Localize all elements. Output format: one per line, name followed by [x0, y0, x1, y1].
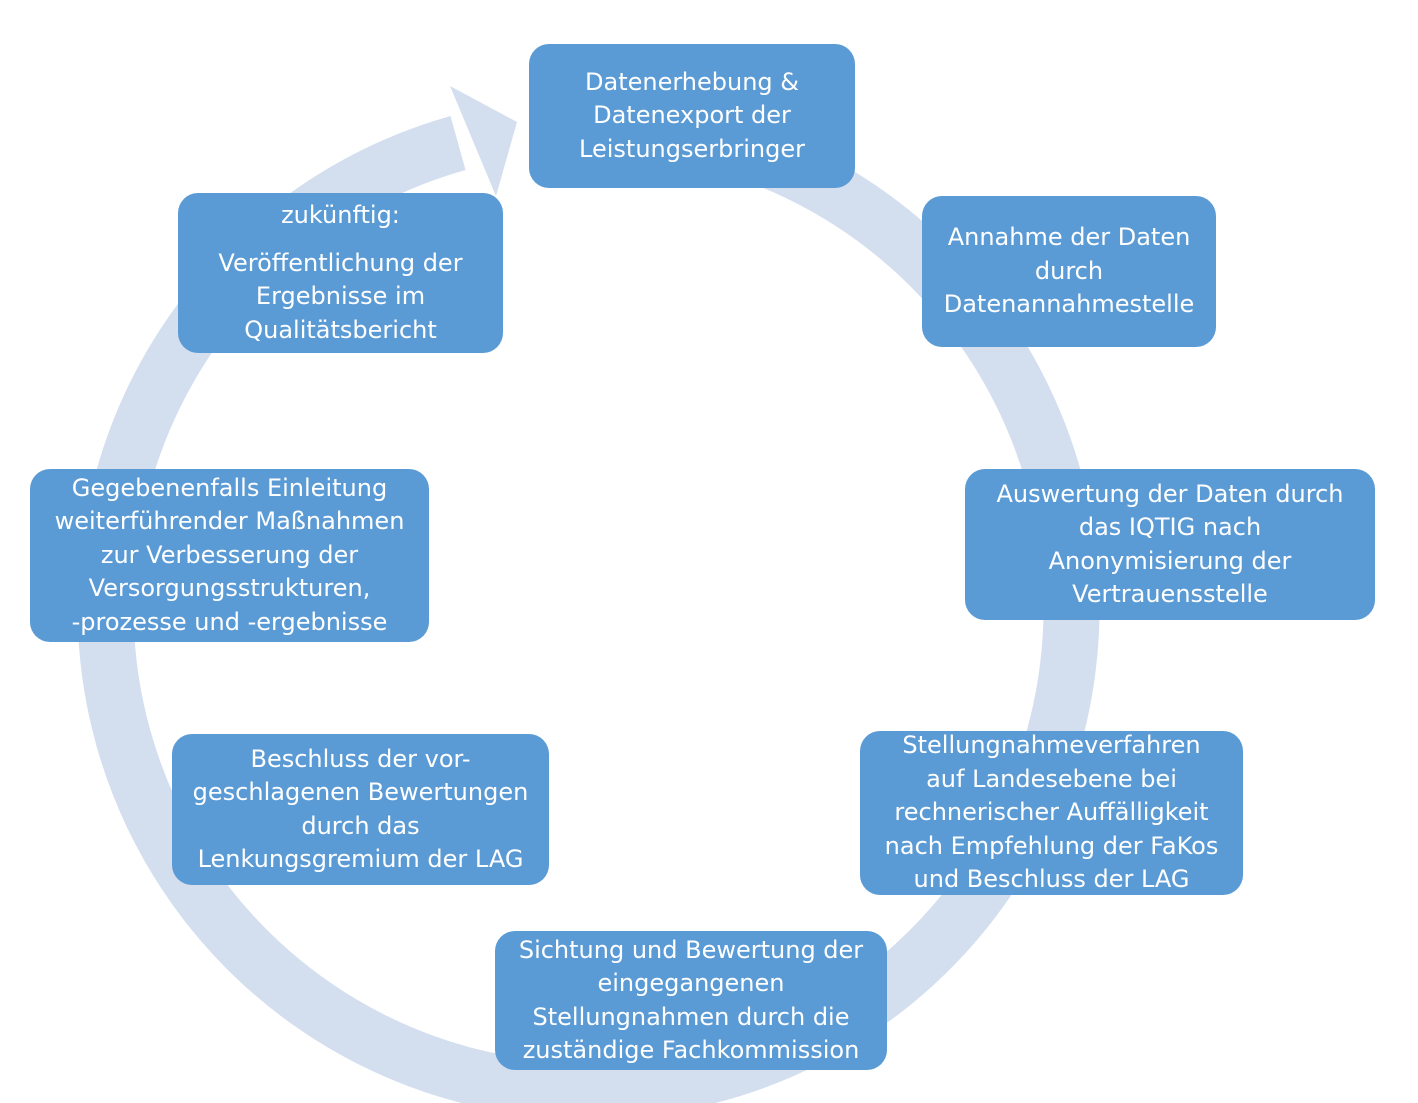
step-text-line: Veröffentlichung der	[218, 248, 463, 277]
step-text-line: nach Empfehlung der FaKos	[884, 831, 1219, 860]
step-box-assessment-decision: Beschluss der vor- geschlagenen Bewertun…	[172, 734, 549, 885]
step-text-line: Datenannahmestelle	[943, 290, 1195, 319]
step-box-data-evaluation: Auswertung der Daten durch das IQTIG nac…	[965, 469, 1375, 620]
step-text-line: zuständige Fachkommission	[522, 1036, 860, 1064]
step-text-line: zukünftig:	[281, 201, 400, 229]
step-text-line: weiterführender Maßnahmen	[54, 507, 405, 536]
step-box-data-collection: Datenerhebung & Datenexport der Leistung…	[529, 44, 855, 188]
step-box-statement-procedure: Stellungnahmeverfahren auf Landesebene b…	[860, 731, 1243, 895]
cycle-arrow-head-icon	[450, 86, 517, 196]
step-text-line: Stellungnahmeverfahren	[902, 731, 1201, 760]
step-text-line: eingegangenen	[597, 969, 785, 997]
step-text-line: Vertrauensstelle	[1072, 580, 1268, 608]
step-text-line: Stellungnahmen durch die	[532, 1002, 850, 1031]
step-text-line: Leistungserbringer	[579, 134, 805, 163]
step-text-line: Sichtung und Bewertung der	[518, 935, 864, 964]
step-text-line: Datenexport der	[593, 101, 791, 130]
step-text-line: durch	[1034, 256, 1104, 285]
step-box-further-measures: Gegebenenfalls Einleitung weiterführende…	[30, 469, 429, 642]
step-box-statement-review: Sichtung und Bewertung der eingegangenen…	[495, 931, 887, 1070]
step-text-line: und Beschluss der LAG	[913, 865, 1190, 894]
step-box-publication: zukünftig: Veröffentlichung der Ergebnis…	[178, 193, 503, 353]
step-text-line: Annahme der Daten	[947, 223, 1191, 252]
step-text-line: -prozesse und -ergebnisse	[71, 607, 388, 636]
step-text-line: geschlagenen Bewertungen	[192, 778, 529, 806]
step-box-data-acceptance: Annahme der Daten durch Datenannahmestel…	[922, 196, 1216, 347]
step-text-line: das IQTIG nach	[1078, 513, 1262, 541]
step-text-line: Lenkungsgremium der LAG	[197, 845, 524, 873]
step-text-line: Qualitätsbericht	[244, 315, 437, 344]
step-text-line: rechnerischer Auffälligkeit	[894, 798, 1209, 827]
step-text-line: durch das	[301, 811, 420, 840]
step-text-line: Beschluss der vor-	[250, 744, 471, 773]
step-text-line: zur Verbesserung der	[100, 540, 359, 569]
step-text-line: auf Landesebene bei	[926, 764, 1177, 793]
step-text-line: Datenerhebung &	[585, 67, 799, 96]
step-text-line: Versorgungsstrukturen,	[88, 574, 371, 603]
step-text-line: Gegebenenfalls Einleitung	[71, 473, 388, 502]
step-text-line: Auswertung der Daten durch	[996, 479, 1344, 508]
step-text-line: Ergebnisse im	[255, 282, 426, 310]
step-text-line: Anonymisierung der	[1048, 546, 1292, 575]
